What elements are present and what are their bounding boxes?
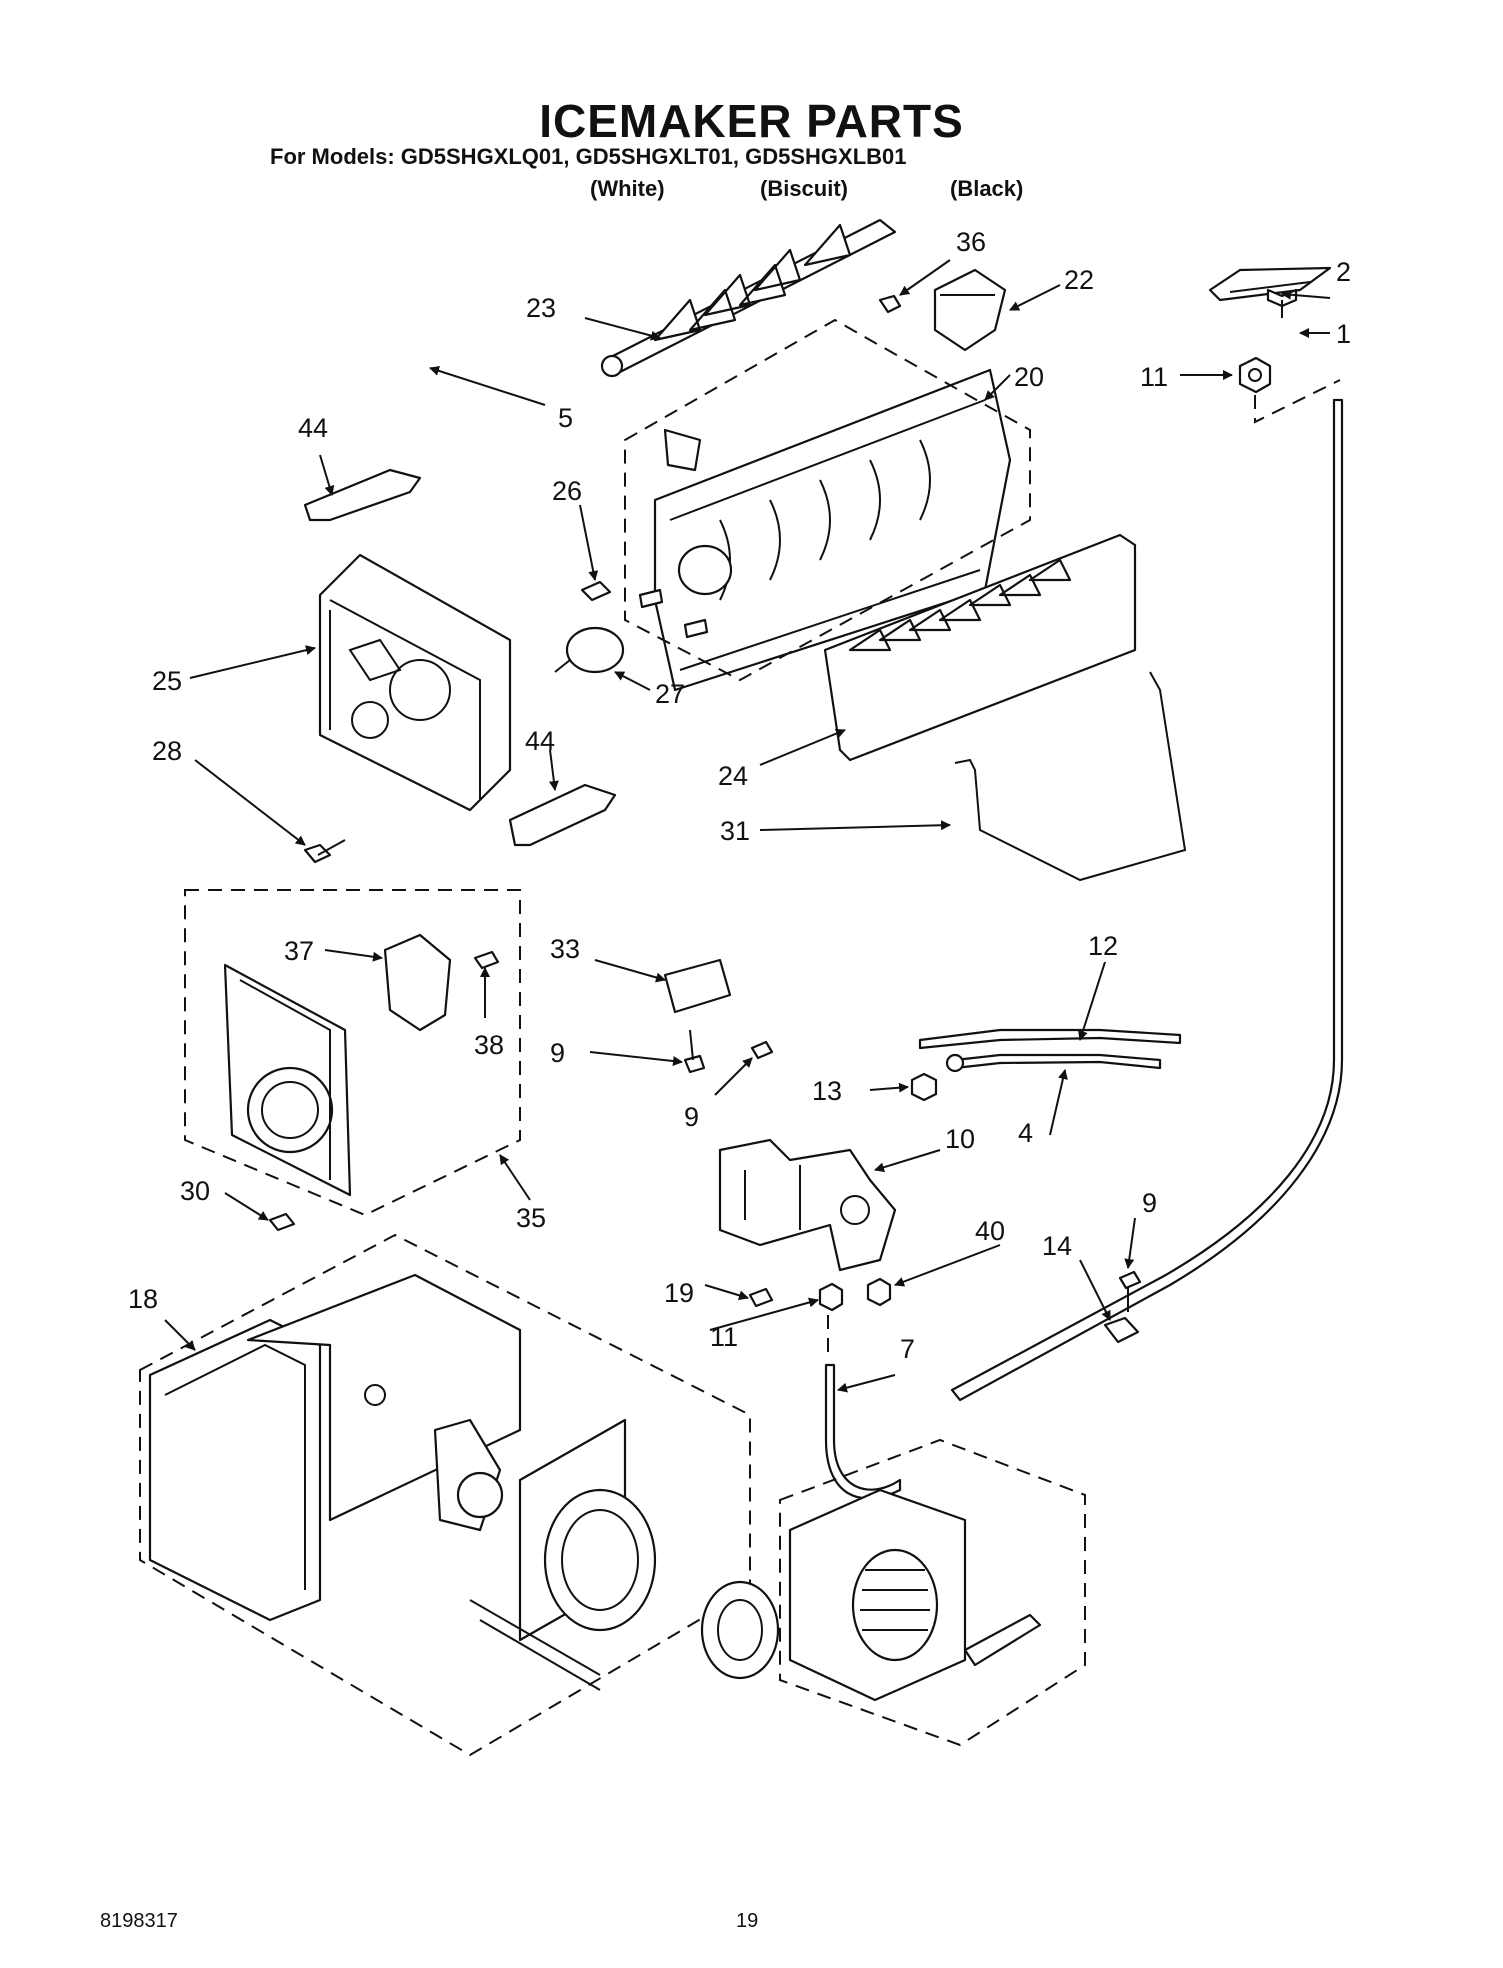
ejector-blade (600, 218, 897, 378)
callout-1: 1 (1336, 319, 1351, 349)
callout-7: 7 (900, 1334, 915, 1364)
shutoff-arm (954, 671, 1187, 882)
callout-20: 20 (1014, 362, 1044, 392)
fan-housing (788, 1488, 1042, 1702)
variant-biscuit: (Biscuit) (760, 176, 848, 201)
callout-5: 5 (558, 403, 573, 433)
valve-screw (748, 1287, 774, 1308)
document-number: 8198317 (100, 1910, 178, 1932)
callout-13: 13 (812, 1076, 842, 1106)
compression-nut (910, 1072, 938, 1102)
callout-4: 4 (1018, 1118, 1033, 1148)
stripper (823, 533, 1137, 762)
shield-upper (303, 468, 422, 522)
page-number: 19 (736, 1910, 759, 1932)
shield-lower (508, 783, 617, 847)
callout-30: 30 (180, 1176, 210, 1206)
clamp-screw (1118, 1270, 1142, 1312)
callout-9-left: 9 (550, 1038, 565, 1068)
callout-10: 10 (945, 1124, 975, 1154)
callout-31: 31 (720, 816, 750, 846)
thermostat (554, 626, 625, 674)
module-screw (268, 1212, 296, 1232)
callout-44-lower: 44 (525, 726, 555, 756)
control-housing (318, 553, 512, 812)
callout-24: 24 (718, 761, 748, 791)
callout-11-top: 11 (1140, 362, 1168, 392)
callout-37: 37 (284, 936, 314, 966)
callout-26: 26 (552, 476, 582, 506)
motor-module (223, 963, 352, 1197)
callout-19: 19 (664, 1278, 694, 1308)
callout-36: 36 (956, 227, 986, 257)
cover-screw-b (750, 1040, 774, 1060)
callout-14: 14 (1042, 1231, 1072, 1261)
variant-white: (White) (590, 176, 665, 201)
top-nut (1238, 356, 1272, 394)
water-valve (718, 1138, 897, 1272)
auger-motor-assembly (148, 1273, 522, 1622)
callout-18: 18 (128, 1284, 158, 1314)
tube-bracket (1208, 266, 1332, 302)
callout-38: 38 (474, 1030, 504, 1060)
inlet-tube (824, 1363, 902, 1500)
callout-22: 22 (1064, 265, 1094, 295)
fan-blade (700, 1580, 780, 1680)
valve-nut-b (866, 1277, 892, 1307)
callout-28: 28 (152, 736, 182, 766)
ice-mold (638, 368, 1012, 692)
callout-27: 27 (655, 679, 685, 709)
auger-bearing-frame (469, 1418, 657, 1691)
motor-screw (473, 950, 500, 970)
drive-motor (383, 933, 452, 1032)
leader-lines (164, 259, 1331, 1393)
valve-nut-a (818, 1282, 844, 1312)
mold-screw (878, 294, 902, 314)
callout-23: 23 (526, 293, 556, 323)
water-tube-12 (918, 1028, 1182, 1050)
callout-2: 2 (1336, 257, 1351, 287)
callout-11-valve: 11 (710, 1322, 738, 1352)
switch-cover (663, 958, 732, 1014)
tube-clamp (1103, 1316, 1140, 1344)
callout-33: 33 (550, 934, 580, 964)
housing-screw (303, 839, 346, 864)
callout-9-clamp: 9 (1142, 1188, 1157, 1218)
callout-9-right: 9 (684, 1102, 699, 1132)
thermostat-clip (580, 580, 612, 602)
callout-25: 25 (152, 666, 182, 696)
callout-40: 40 (975, 1216, 1005, 1246)
page-title: ICEMAKER PARTS (539, 95, 964, 147)
callout-12: 12 (1088, 931, 1118, 961)
callout-35: 35 (516, 1203, 546, 1233)
fill-cup (933, 268, 1007, 352)
models-line: For Models: GD5SHGXLQ01, GD5SHGXLT01, GD… (270, 144, 907, 169)
cover-screw-a (683, 1029, 706, 1074)
water-tube-4 (945, 1053, 1162, 1073)
water-fill-tube (950, 398, 1344, 1402)
variant-black: (Black) (950, 176, 1024, 201)
callout-44-upper: 44 (298, 413, 328, 443)
